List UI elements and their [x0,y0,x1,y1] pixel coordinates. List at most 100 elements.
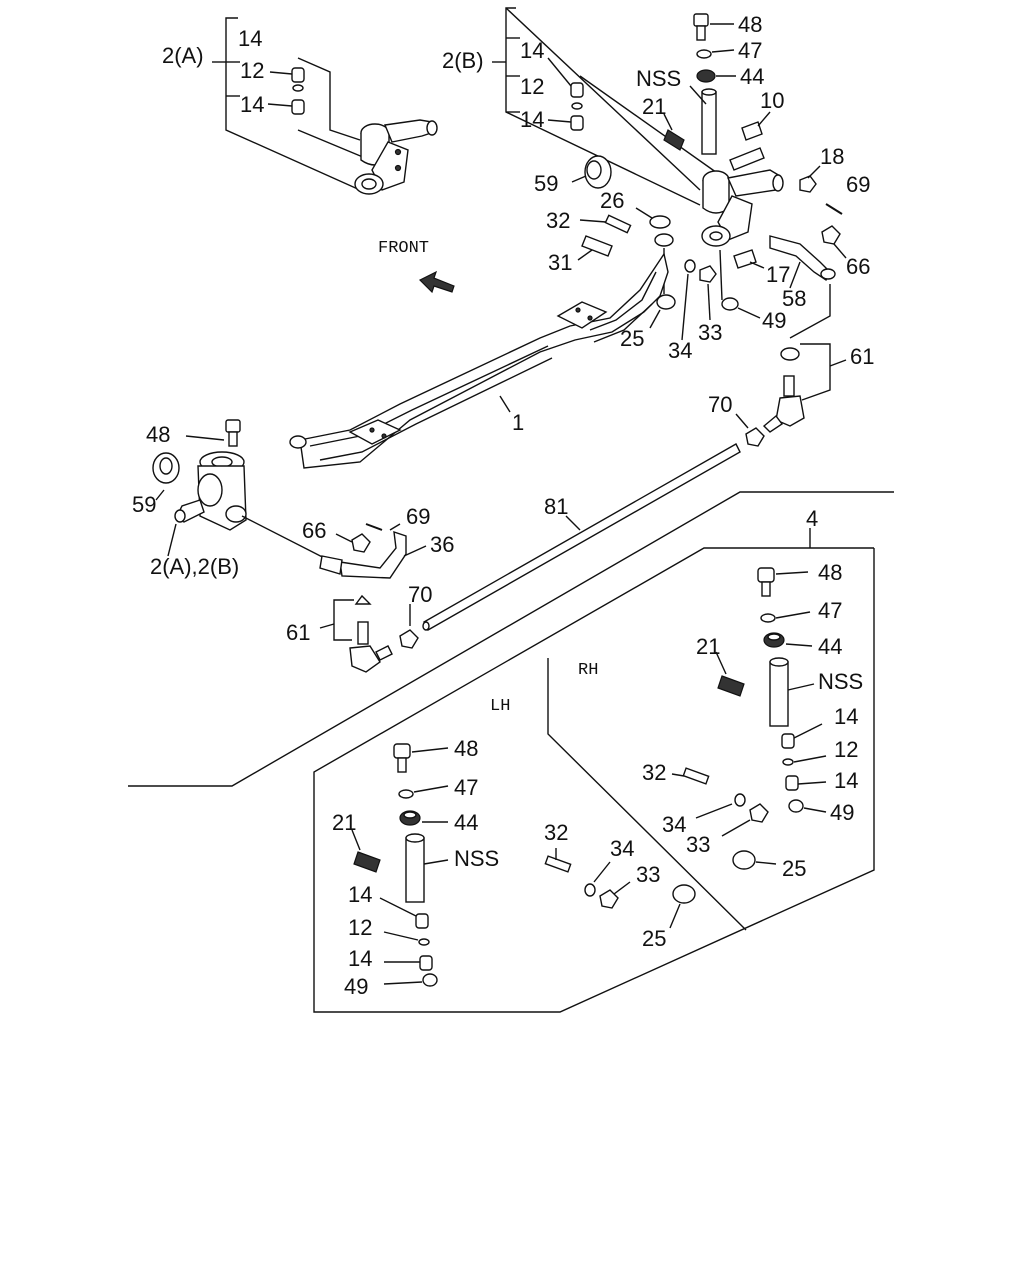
callout-label: 2(B) [442,48,484,73]
callout-label: 81 [544,494,568,519]
bracket-2a [225,17,361,191]
callout-label: NSS [636,66,681,91]
grease-nipple-31 [577,235,613,261]
callout-label: 47 [818,598,842,623]
callout-label: 66 [302,518,326,543]
callout-label: 12 [348,915,372,940]
callout-label: 70 [408,582,432,607]
bushing-14-a1 [291,67,305,83]
callout-label: 69 [406,504,430,529]
washer-34-top [684,259,696,273]
callout-label: 49 [762,308,786,333]
bushing-59-top [571,155,612,189]
callout-label: 21 [642,94,666,119]
bushing-14-b2 [570,115,584,131]
callout-label: 44 [818,634,842,659]
callout-label: 14 [238,26,262,51]
callout-label: 18 [820,144,844,169]
axle-beam-1 [289,252,669,469]
callout-label: 33 [636,862,660,887]
steering-arm-36 [319,530,427,579]
seal-44-top [696,69,716,83]
callout-label: 2(A) [162,43,204,68]
callout-label: 31 [548,250,572,275]
cotter-pin-69-left [365,523,383,531]
callout-label: 2(A),2(B) [150,554,239,579]
steering-arm-58 [769,235,836,289]
grease-nipple-21-top [663,113,685,151]
cotter-pin-69-top [825,203,843,215]
callout-label: 14 [348,946,372,971]
callout-label: 66 [846,254,870,279]
callout-label: 17 [766,262,790,287]
callout-label: NSS [454,846,499,871]
front-label: FRONT [378,239,429,258]
kit-rh [671,567,827,870]
bolt-48-left [225,419,241,433]
callout-label: 21 [696,634,720,659]
bolt-10 [741,111,771,141]
washer-47-top [696,49,712,59]
callout-label: 70 [708,392,732,417]
nut-70-right [745,427,765,447]
knuckle-2a-group [212,17,438,195]
kit-lh [351,743,696,987]
callout-label: 33 [686,832,710,857]
knuckle-2b-group [492,7,847,341]
callout-label: 12 [834,737,858,762]
callout-label: 4 [806,506,818,531]
callout-label: 25 [642,926,666,951]
bushing-14-a2 [291,99,305,115]
callout-label: 25 [782,856,806,881]
bolt-17 [733,249,765,269]
kit-panel-4 [313,547,875,1013]
callout-label: 10 [760,88,784,113]
callout-label: 14 [520,38,544,63]
tie-rod-end-61-right [762,284,847,433]
callout-label: 61 [286,620,310,645]
bushing-14-b1 [570,82,584,98]
shim-12-b [571,102,583,110]
pin-32-top [579,214,632,234]
kit-panel-outer [128,491,894,787]
callout-label: 14 [520,107,544,132]
callout-label: 34 [662,812,686,837]
tie-rod-end-61-left [319,594,393,673]
callout-label: 61 [850,344,874,369]
knuckle-2a [354,119,438,195]
callout-label: 32 [544,820,568,845]
callout-label: 69 [846,172,870,197]
front-arrow-icon [418,270,455,294]
callout-label: 25 [620,326,644,351]
rh-divider [547,658,747,931]
callout-label: 14 [834,704,858,729]
callout-label: 12 [240,58,264,83]
callout-label: 32 [642,760,666,785]
nut-33-top [699,265,717,283]
callout-label: 14 [240,92,264,117]
callout-label: NSS [818,669,863,694]
callout-label: 48 [738,12,762,37]
knuckle-left [152,419,341,567]
callout-label: 48 [818,560,842,585]
shim-12-a [292,84,304,92]
tie-rod-81 [422,443,741,631]
spring-seat-left [348,419,402,445]
callout-label: 44 [740,64,764,89]
callout-label: 21 [332,810,356,835]
callout-label: 47 [738,38,762,63]
callout-label: 32 [546,208,570,233]
bolt-48-top [693,13,734,41]
callout-label: 44 [454,810,478,835]
callout-label: 59 [132,492,156,517]
callout-label: 47 [454,775,478,800]
callout-label: 14 [348,882,372,907]
bushing-49-top [721,297,739,311]
callout-label: 36 [430,532,454,557]
nut-66-left [351,533,371,553]
callout-label: 58 [782,286,806,311]
spring-seat-right [556,301,608,329]
callout-label: 34 [610,836,634,861]
callout-label: 49 [830,800,854,825]
